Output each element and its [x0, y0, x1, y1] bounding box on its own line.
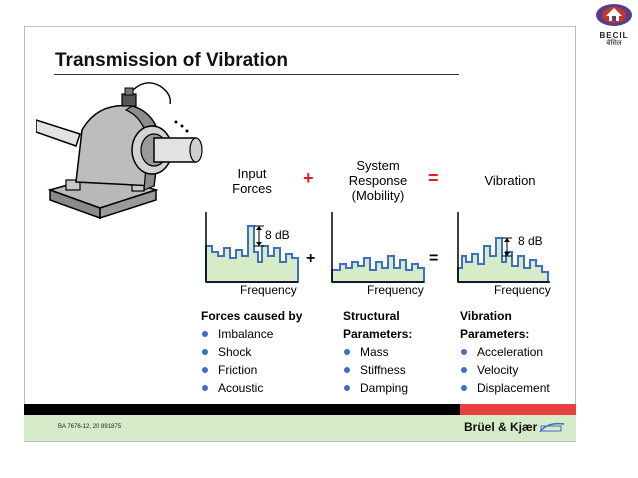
title-divider [54, 74, 459, 75]
system-label-line-3: (Mobility) [351, 188, 405, 203]
plus-sign-red: + [303, 168, 314, 188]
bullet-dot-icon [202, 331, 208, 337]
bearing-machine-illustration [36, 82, 203, 220]
column-3-heading-line-2: Parameters: [460, 327, 530, 341]
slide-frame [24, 26, 576, 442]
column-1-heading-line-1: Forces caused by [201, 309, 303, 323]
bullet-dot-icon [202, 349, 208, 355]
bullet-dot-icon [344, 385, 350, 391]
bullet-dot-icon [461, 349, 467, 355]
logo-hindi-name: बेसिल [606, 40, 622, 47]
footer-bar-red [460, 404, 576, 415]
footer-bar-black [24, 404, 460, 415]
list-item: Damping [343, 379, 408, 397]
bullet-dot-icon [344, 367, 350, 373]
column-2-heading-line-1: Structural [343, 309, 400, 323]
list-item: Stiffness [343, 361, 408, 379]
plus-sign-graphs: + [306, 250, 316, 267]
list-item: Shock [201, 343, 273, 361]
list-item: Velocity [460, 361, 550, 379]
system-response-label: System Response (Mobility) [340, 158, 416, 203]
bullet-dot-icon [202, 385, 208, 391]
frequency-axis-label-3: Frequency [494, 283, 551, 297]
column-2-heading-line-2: Parameters: [343, 327, 413, 341]
list-item: Mass [343, 343, 408, 361]
frequency-axis-label-1: Frequency [240, 283, 297, 297]
column-3-heading: Vibration Parameters: [460, 307, 529, 343]
vibration-label: Vibration [484, 173, 536, 188]
brand-name: Brüel & Kjær [464, 420, 538, 434]
vibration-spectrum-graph [457, 212, 550, 283]
input-label-line-1: Input [237, 166, 267, 181]
bullet-dot-icon [461, 367, 467, 373]
system-label-line-1: System [356, 158, 400, 173]
column-3-heading-line-1: Vibration [460, 309, 512, 323]
becil-logo: BECIL बेसिल [591, 2, 637, 50]
list-item: Imbalance [201, 325, 273, 343]
equals-sign-red: = [428, 168, 439, 188]
slide-title: Transmission of Vibration [55, 50, 288, 71]
list-item: Acoustic [201, 379, 273, 397]
system-response-spectrum-graph [331, 212, 425, 283]
document-code: BA 7676-12, 20 891875 [58, 424, 122, 430]
structural-parameters-list: Mass Stiffness Damping [343, 343, 408, 397]
column-1-heading: Forces caused by [201, 307, 302, 325]
system-label-line-2: Response [348, 173, 408, 188]
bullet-dot-icon [202, 367, 208, 373]
input-label-line-2: Forces [232, 181, 272, 196]
logo-name: BECIL [599, 31, 629, 40]
list-item: Displacement [460, 379, 550, 397]
bruel-kjaer-logo-icon [539, 422, 565, 433]
input-forces-spectrum-graph [205, 212, 299, 283]
list-item: Friction [201, 361, 273, 379]
vibration-parameters-list: Acceleration Velocity Displacement [460, 343, 550, 397]
column-2-heading: Structural Parameters: [343, 307, 412, 343]
db-label-left: 8 dB [265, 228, 290, 242]
db-label-right: 8 dB [518, 234, 543, 248]
input-forces-label: Input Forces [226, 166, 278, 196]
bullet-dot-icon [344, 349, 350, 355]
footer: BA 7676-12, 20 891875 Brüel & Kjær [24, 415, 576, 441]
bullet-dot-icon [461, 385, 467, 391]
forces-list: Imbalance Shock Friction Acoustic [201, 325, 273, 397]
becil-emblem-icon [596, 4, 632, 26]
list-item: Acceleration [460, 343, 550, 361]
frequency-axis-label-2: Frequency [367, 283, 424, 297]
equals-sign-graphs: = [429, 250, 439, 267]
